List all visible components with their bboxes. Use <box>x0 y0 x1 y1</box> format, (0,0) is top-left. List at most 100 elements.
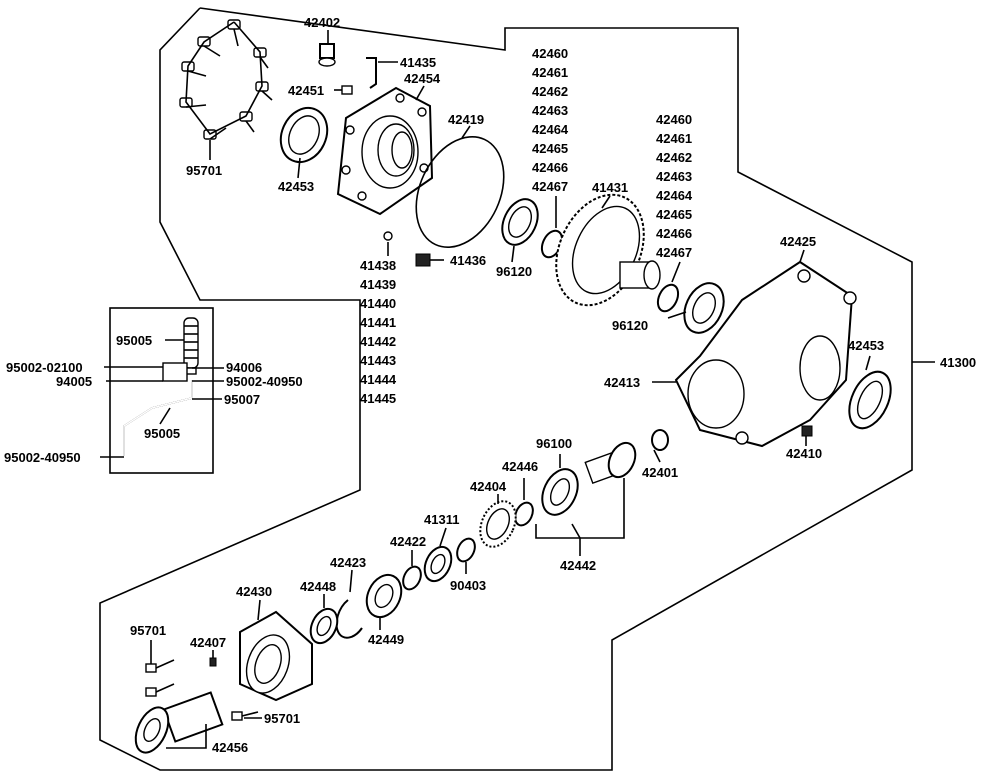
label-42423: 42423 <box>330 555 366 570</box>
label-42449: 42449 <box>368 632 404 647</box>
shim-41438 <box>383 231 393 241</box>
cover-42454 <box>336 86 434 216</box>
shim-list-2-item: 42467 <box>656 245 692 260</box>
assembly-outline <box>99 7 913 771</box>
bolt-set-top <box>179 19 273 140</box>
label-41435: 41435 <box>400 55 436 70</box>
shim-list-1-item: 42466 <box>532 160 568 175</box>
ring-90403 <box>456 537 476 563</box>
label-42410: 42410 <box>786 446 822 461</box>
label-42456: 42456 <box>212 740 248 755</box>
o-ring-42419 <box>415 135 505 249</box>
seal-42453-top <box>279 106 329 164</box>
shim-list-3-item: 41441 <box>360 315 396 330</box>
leader-42419 <box>461 125 471 139</box>
label-42407: 42407 <box>190 635 226 650</box>
label-42401: 42401 <box>642 465 678 480</box>
shim-list-3-item: 41440 <box>360 296 396 311</box>
shim-list-2-item: 42461 <box>656 131 692 146</box>
label-42446: 42446 <box>502 459 538 474</box>
plug-42402 <box>318 43 336 67</box>
shim-list-1-item: 42460 <box>532 46 568 61</box>
label-42442: 42442 <box>560 558 596 573</box>
bearing-96100 <box>541 468 579 516</box>
label-41300: 41300 <box>940 355 976 370</box>
leader-42425 <box>799 249 805 263</box>
label-90403: 90403 <box>450 578 486 593</box>
shim-ring-42460-b <box>656 283 680 313</box>
label-inset-94006: 94006 <box>226 360 262 375</box>
bearing-42404 <box>479 500 517 548</box>
shim-list-2: 42460 42461 42462 42463 42464 42465 4246… <box>656 112 693 260</box>
shim-list-3-item: 41438 <box>360 258 396 273</box>
ring-gear-41431 <box>555 193 661 307</box>
label-41311: 41311 <box>424 512 459 527</box>
inset-box <box>109 307 214 474</box>
vent-boot-top <box>183 317 199 369</box>
bearing-42449 <box>365 573 403 619</box>
label-inset-95007: 95007 <box>224 392 260 407</box>
nut-41436 <box>415 253 431 267</box>
fitting-41435 <box>366 57 377 89</box>
inset-leaders <box>100 339 224 458</box>
leader-42430 <box>257 599 261 621</box>
shim-list-1-item: 42461 <box>532 65 568 80</box>
shim-list-1: 42460 42461 42462 42463 42464 42465 4246… <box>532 46 569 194</box>
label-inset-94005: 94005 <box>56 374 92 389</box>
label-41431: 41431 <box>592 180 628 195</box>
leader-42456 <box>166 724 207 749</box>
bearing-96120-a <box>501 198 539 246</box>
shim-list-3-item: 41439 <box>360 277 396 292</box>
label-inset-95005-bottom: 95005 <box>144 426 180 441</box>
shim-list-3-item: 41445 <box>360 391 396 406</box>
leader-42453 <box>297 157 301 179</box>
housing-42425 <box>674 260 857 448</box>
leader-96120-a <box>511 245 515 263</box>
shim-list-3: 41438 41439 41440 41441 41442 41443 4144… <box>360 258 397 406</box>
shim-list-1-item: 42462 <box>532 84 568 99</box>
vent-hose <box>123 380 193 456</box>
bolt-95701-right <box>231 711 259 721</box>
label-42404: 42404 <box>470 479 507 494</box>
label-95701-right: 95701 <box>264 711 300 726</box>
yoke-42456 <box>134 691 224 754</box>
label-42425: 42425 <box>780 234 816 249</box>
label-41436: 41436 <box>450 253 486 268</box>
label-42453-top: 42453 <box>278 179 314 194</box>
pinion-42401 <box>584 429 669 485</box>
shim-list-2-item: 42460 <box>656 112 692 127</box>
label-42454: 42454 <box>404 71 441 86</box>
tube-part <box>162 362 188 382</box>
label-95701-left: 95701 <box>130 623 166 638</box>
ring-42422 <box>402 565 422 591</box>
label-96120-b: 96120 <box>612 318 648 333</box>
shim-42446 <box>514 501 534 527</box>
seal-42448 <box>309 607 339 645</box>
shim-list-3-item: 41444 <box>360 372 397 387</box>
leader-42453-b <box>865 355 871 371</box>
label-inset-95002-40950: 95002-40950 <box>226 374 303 389</box>
label-42451: 42451 <box>288 83 324 98</box>
label-42430: 42430 <box>236 584 272 599</box>
shim-list-1-item: 42465 <box>532 141 568 156</box>
pin-42407 <box>209 657 217 667</box>
leader-42454 <box>415 85 425 101</box>
shim-list-3-item: 41443 <box>360 353 396 368</box>
label-inset-95005-top: 95005 <box>116 333 152 348</box>
bolts-95701-left <box>145 659 175 697</box>
label-96100: 96100 <box>536 436 572 451</box>
circlip-42423 <box>335 599 363 639</box>
label-42422: 42422 <box>390 534 426 549</box>
shim-list-1-item: 42463 <box>532 103 568 118</box>
cover-42430 <box>239 610 313 702</box>
bearing-96120-b <box>683 282 725 334</box>
collar-41311 <box>423 545 453 583</box>
label-42413: 42413 <box>604 375 640 390</box>
shim-list-2-item: 42466 <box>656 226 692 241</box>
label-95701-top: 95701 <box>186 163 222 178</box>
label-inset-95002-02100: 95002-02100 <box>6 360 83 375</box>
label-42419: 42419 <box>448 112 484 127</box>
label-42402: 42402 <box>304 15 340 30</box>
shim-list-3-item: 41442 <box>360 334 396 349</box>
